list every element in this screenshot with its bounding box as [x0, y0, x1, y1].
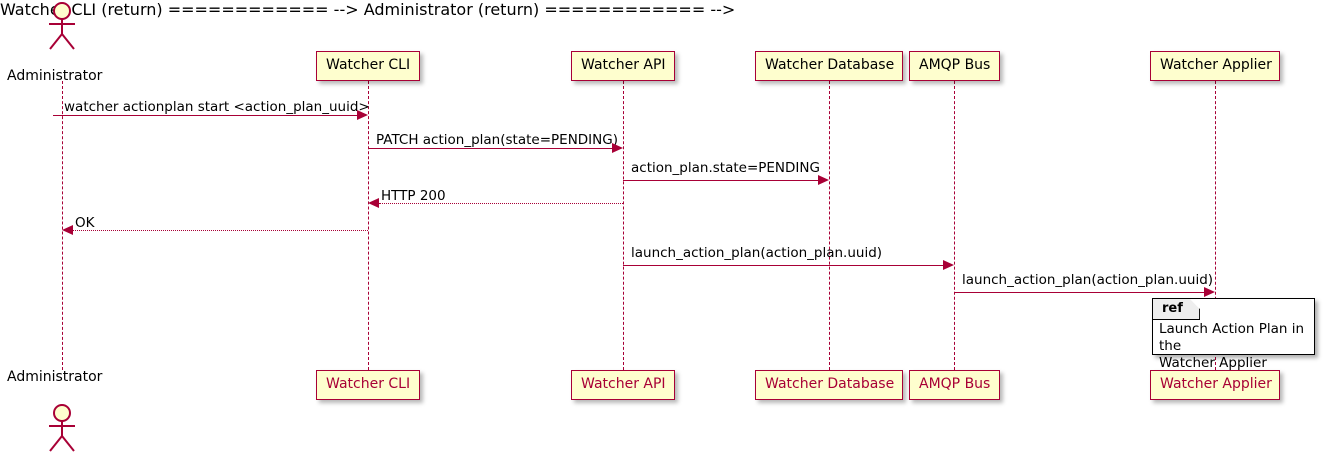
message-line-http-200	[379, 203, 623, 204]
lifeline-amqp-bus	[954, 81, 955, 370]
lifeline-watcher-api	[623, 81, 624, 370]
participant-watcher-api-top[interactable]: Watcher API	[571, 51, 675, 81]
message-line-watcher-actionplan-start	[53, 115, 357, 116]
lifeline-watcher-cli	[368, 81, 369, 370]
message-line-ok	[73, 230, 368, 231]
message-arrowhead-action-plan-state-pending	[818, 175, 829, 185]
message-line-launch-action-plan-api	[623, 265, 943, 266]
message-arrowhead-ok	[62, 225, 73, 235]
message-label-patch-action-plan: PATCH action_plan(state=PENDING)	[376, 132, 618, 148]
message-arrowhead-patch-action-plan	[612, 143, 623, 153]
lifeline-watcher-database	[829, 81, 830, 370]
participant-amqp-bus-top[interactable]: AMQP Bus	[909, 51, 1000, 81]
actor-label-administrator-top: Administrator	[7, 68, 103, 84]
ref-fragment-text: Launch Action Plan in the Watcher Applie…	[1159, 321, 1305, 371]
ref-fragment-tab-label: ref	[1153, 299, 1200, 320]
message-label-watcher-actionplan-start: watcher actionplan start <action_plan_uu…	[64, 99, 370, 115]
message-arrowhead-launch-action-plan-api	[943, 260, 954, 270]
participant-amqp-bus-bottom[interactable]: AMQP Bus	[909, 370, 1000, 400]
actor-administrator-top	[49, 2, 75, 50]
participant-watcher-applier-top[interactable]: Watcher Applier	[1150, 51, 1280, 81]
message-label-action-plan-state-pending: action_plan.state=PENDING	[631, 160, 820, 176]
message-line-launch-action-plan-bus	[954, 292, 1204, 293]
participant-watcher-database-bottom[interactable]: Watcher Database	[755, 370, 903, 400]
message-arrowhead-watcher-actionplan-start	[357, 110, 368, 120]
message-arrowhead-http-200	[368, 198, 379, 208]
lifeline-watcher-applier	[1215, 81, 1216, 370]
ref-fragment[interactable]: ref Launch Action Plan in the Watcher Ap…	[1152, 298, 1315, 371]
message-label-http-200: HTTP 200	[381, 188, 446, 204]
message-label-launch-action-plan-bus: launch_action_plan(action_plan.uuid)	[962, 272, 1214, 288]
participant-watcher-cli-top[interactable]: Watcher CLI	[316, 51, 420, 81]
participant-watcher-cli-bottom[interactable]: Watcher CLI	[316, 370, 420, 400]
participant-watcher-api-bottom[interactable]: Watcher API	[571, 370, 675, 400]
participant-watcher-applier-bottom[interactable]: Watcher Applier	[1150, 370, 1280, 400]
message-label-ok: OK	[75, 215, 95, 231]
message-label-launch-action-plan-api: launch_action_plan(action_plan.uuid)	[631, 245, 883, 261]
participant-watcher-database-top[interactable]: Watcher Database	[755, 51, 903, 81]
message-arrowhead-launch-action-plan-bus	[1204, 287, 1215, 297]
message-line-action-plan-state-pending	[623, 180, 818, 181]
actor-label-administrator-bottom: Administrator	[7, 369, 103, 385]
actor-administrator-bottom	[49, 404, 75, 452]
message-line-patch-action-plan	[368, 148, 612, 149]
